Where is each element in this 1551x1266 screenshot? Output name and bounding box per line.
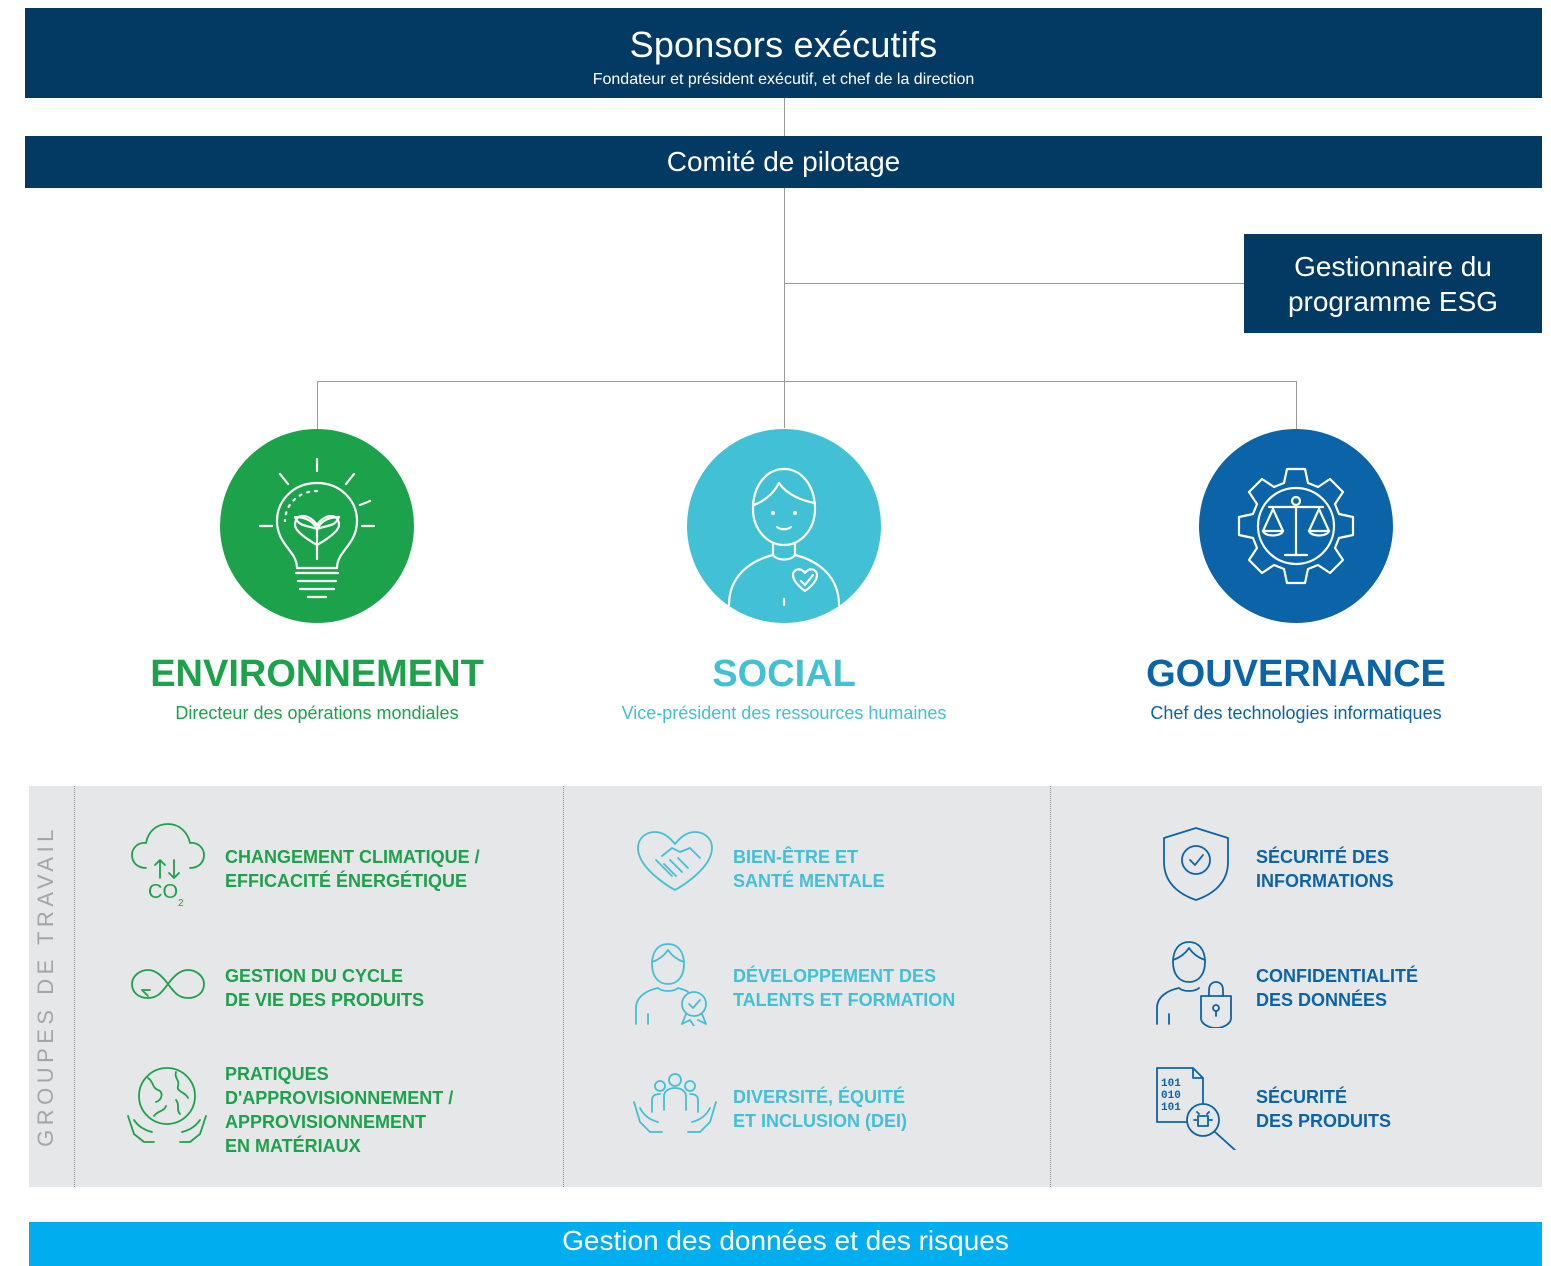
people-hands-icon [633, 1073, 717, 1133]
esg-manager-line2: programme ESG [1287, 286, 1499, 317]
governance-subtitle: Chef des technologies informatiques [1150, 703, 1442, 723]
divider-env-social [563, 786, 564, 1187]
connector-trunk [784, 188, 785, 428]
wg-wellbeing: BIEN-ÊTRE ET SANTÉ MENTALE [733, 845, 885, 893]
wg-wellbeing-line1: BIEN-ÊTRE ET [733, 847, 859, 867]
social-title: SOCIAL [712, 653, 856, 695]
wg-dei-line1: DIVERSITÉ, ÉQUITÉ [733, 1087, 906, 1107]
executive-title: Sponsors exécutifs [629, 24, 938, 65]
social-circle [687, 429, 881, 623]
wg-lifecycle-line1: GESTION DU CYCLE [225, 966, 404, 986]
esg-manager-line1: Gestionnaire du [1294, 251, 1492, 282]
svg-text:CO: CO [148, 881, 178, 903]
wg-privacy-line2: DES DONNÉES [1256, 990, 1388, 1010]
divider-label [74, 786, 75, 1187]
steering-committee-box: Comité de pilotage [25, 136, 1542, 188]
binary-bug-search-icon: 101 010 101 [1156, 1067, 1236, 1150]
wg-talent-line1: DÉVELOPPEMENT DES [733, 966, 937, 986]
bottom-title: Gestion des données et des risques [562, 1225, 1009, 1256]
wg-dei: DIVERSITÉ, ÉQUITÉ ET INCLUSION (DEI) [733, 1085, 907, 1133]
wg-talent-development: DÉVELOPPEMENT DES TALENTS ET FORMATION [733, 964, 955, 1012]
environment-title: ENVIRONNEMENT [150, 653, 484, 695]
governance-title: GOUVERNANCE [1146, 653, 1446, 695]
wg-dei-line2: ET INCLUSION (DEI) [733, 1111, 907, 1131]
wg-sourcing-line4: EN MATÉRIAUX [225, 1136, 361, 1156]
gear-scales-icon [1237, 467, 1355, 585]
connector-horizontal [317, 381, 1296, 382]
wg-talent-line2: TALENTS ET FORMATION [733, 990, 956, 1010]
person-lock-icon [1156, 941, 1232, 1028]
lightbulb-plant-icon [258, 457, 376, 599]
steering-title: Comité de pilotage [666, 146, 901, 177]
wg-sourcing-line3: APPROVISIONNEMENT [225, 1112, 427, 1132]
wg-climate-line1: CHANGEMENT CLIMATIQUE / [225, 847, 480, 867]
esg-program-manager-box: Gestionnaire du programme ESG [1244, 234, 1542, 333]
environment-subtitle: Directeur des opérations mondiales [175, 703, 459, 723]
wg-data-privacy: CONFIDENTIALITÉ DES DONNÉES [1256, 964, 1418, 1012]
svg-text:101: 101 [1161, 1078, 1181, 1090]
svg-text:010: 010 [1161, 1090, 1181, 1102]
wg-sourcing-line1: PRATIQUES [225, 1064, 329, 1084]
wg-product-lifecycle: GESTION DU CYCLE DE VIE DES PRODUITS [225, 964, 424, 1012]
connector-esg-manager [784, 283, 1244, 284]
wg-sourcing-practices: PRATIQUES D'APPROVISIONNEMENT / APPROVIS… [225, 1062, 453, 1158]
working-groups-panel [29, 786, 1542, 1187]
wg-product-security: SÉCURITÉ DES PRODUITS [1256, 1085, 1391, 1133]
wg-climate-line2: EFFICACITÉ ÉNERGÉTIQUE [225, 871, 468, 891]
person-badge-icon [635, 943, 707, 1026]
environment-circle [220, 429, 414, 623]
wg-infosec-line2: INFORMATIONS [1256, 871, 1394, 891]
connector-right-drop [1296, 381, 1297, 429]
data-risk-management-bar: Gestion des données et des risques [29, 1222, 1542, 1266]
governance-circle [1199, 429, 1393, 623]
wg-information-security: SÉCURITÉ DES INFORMATIONS [1256, 845, 1394, 893]
connector-left-drop [317, 381, 318, 429]
heart-handshake-icon [637, 831, 713, 891]
svg-text:2: 2 [178, 898, 184, 909]
connector-exec-steer [784, 98, 785, 136]
executive-subtitle: Fondateur et président exécutif, et chef… [592, 71, 975, 88]
svg-text:101: 101 [1161, 1102, 1181, 1114]
cloud-co2-icon: CO 2 [131, 823, 205, 909]
wg-infosec-line1: SÉCURITÉ DES [1256, 847, 1390, 867]
wg-wellbeing-line2: SANTÉ MENTALE [733, 871, 885, 891]
wg-sourcing-line2: D'APPROVISIONNEMENT / [225, 1088, 454, 1108]
wg-lifecycle-line2: DE VIE DES PRODUITS [225, 990, 425, 1010]
wg-climate-change: CHANGEMENT CLIMATIQUE / EFFICACITÉ ÉNERG… [225, 845, 480, 893]
divider-social-gov [1050, 786, 1051, 1187]
shield-check-icon [1163, 827, 1229, 901]
wg-privacy-line1: CONFIDENTIALITÉ [1256, 966, 1418, 986]
wg-prodsec-line2: DES PRODUITS [1256, 1111, 1392, 1131]
person-heart-icon [727, 467, 841, 607]
executive-sponsors-box: Sponsors exécutifs Fondateur et présiden… [25, 8, 1542, 98]
working-groups-label: GROUPES DE TRAVAIL [33, 825, 58, 1147]
social-subtitle: Vice-président des ressources humaines [621, 703, 947, 723]
globe-hands-icon [127, 1067, 207, 1143]
infinity-cycle-icon [131, 969, 205, 999]
esg-manager-title: Gestionnaire du programme ESG [1244, 249, 1542, 319]
wg-prodsec-line1: SÉCURITÉ [1256, 1087, 1348, 1107]
